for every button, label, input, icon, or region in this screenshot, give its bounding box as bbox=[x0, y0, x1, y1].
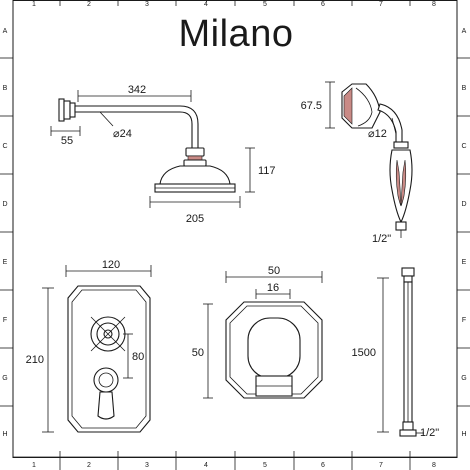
row-label-right-a: A bbox=[462, 28, 467, 35]
outlet-height-label: 50 bbox=[192, 347, 204, 359]
column-label-bottom-1: 1 bbox=[32, 462, 36, 469]
row-label-left-b: B bbox=[3, 85, 8, 92]
head-height-label: 117 bbox=[258, 165, 276, 177]
hose-drawing bbox=[377, 267, 424, 437]
column-ticks bbox=[59, 0, 411, 470]
plate-width-label: 120 bbox=[102, 259, 120, 271]
column-label-bottom-7: 7 bbox=[379, 462, 383, 469]
handset-length-label: 67.5 bbox=[301, 100, 322, 112]
valve-plate-drawing bbox=[42, 265, 152, 433]
column-label-bottom-6: 6 bbox=[321, 462, 325, 469]
column-label-top-3: 3 bbox=[145, 1, 149, 8]
column-label-top-1: 1 bbox=[32, 1, 36, 8]
hose-length-label: 1500 bbox=[352, 347, 376, 359]
row-label-left-c: C bbox=[2, 143, 7, 150]
row-label-left-e: E bbox=[3, 259, 8, 266]
plate-height-label: 210 bbox=[26, 354, 44, 366]
column-label-bottom-3: 3 bbox=[145, 462, 149, 469]
outlet-width-label: 50 bbox=[268, 265, 280, 277]
plate-centers-label: 80 bbox=[132, 351, 144, 363]
column-label-bottom-8: 8 bbox=[432, 462, 436, 469]
handset-drawing bbox=[325, 81, 413, 238]
column-label-bottom-4: 4 bbox=[204, 462, 208, 469]
row-label-right-b: B bbox=[462, 85, 467, 92]
row-label-right-f: F bbox=[462, 317, 466, 324]
column-label-top-5: 5 bbox=[263, 1, 267, 8]
row-label-left-a: A bbox=[3, 28, 8, 35]
row-label-right-e: E bbox=[462, 259, 467, 266]
column-label-top-4: 4 bbox=[204, 1, 208, 8]
row-label-left-f: F bbox=[3, 317, 7, 324]
column-label-top-8: 8 bbox=[432, 1, 436, 8]
column-label-top-2: 2 bbox=[87, 1, 91, 8]
row-label-right-h: H bbox=[461, 431, 466, 438]
shower-arm-drawing bbox=[50, 90, 255, 208]
handset-diameter-label: ⌀12 bbox=[368, 128, 387, 140]
row-label-left-g: G bbox=[2, 375, 7, 382]
column-label-top-7: 7 bbox=[379, 1, 383, 8]
row-label-left-h: H bbox=[2, 431, 7, 438]
row-ticks bbox=[0, 57, 470, 407]
column-label-bottom-2: 2 bbox=[87, 462, 91, 469]
outlet-elbow-drawing bbox=[203, 271, 323, 399]
column-label-bottom-5: 5 bbox=[263, 462, 267, 469]
row-label-right-d: D bbox=[461, 201, 466, 208]
handset-thread-label: 1/2" bbox=[372, 233, 391, 245]
arm-length-label: 342 bbox=[128, 84, 146, 96]
row-label-right-g: G bbox=[461, 375, 466, 382]
row-label-right-c: C bbox=[461, 143, 466, 150]
head-diameter-label: 205 bbox=[186, 213, 204, 225]
arm-offset-label: 55 bbox=[61, 135, 73, 147]
row-label-left-d: D bbox=[2, 201, 7, 208]
outlet-inner-label: 16 bbox=[267, 282, 279, 294]
hose-thread-label: 1/2" bbox=[420, 427, 439, 439]
arm-diameter-label: ⌀24 bbox=[113, 128, 132, 140]
brand-title: Milano bbox=[179, 13, 294, 55]
column-label-top-6: 6 bbox=[321, 1, 325, 8]
